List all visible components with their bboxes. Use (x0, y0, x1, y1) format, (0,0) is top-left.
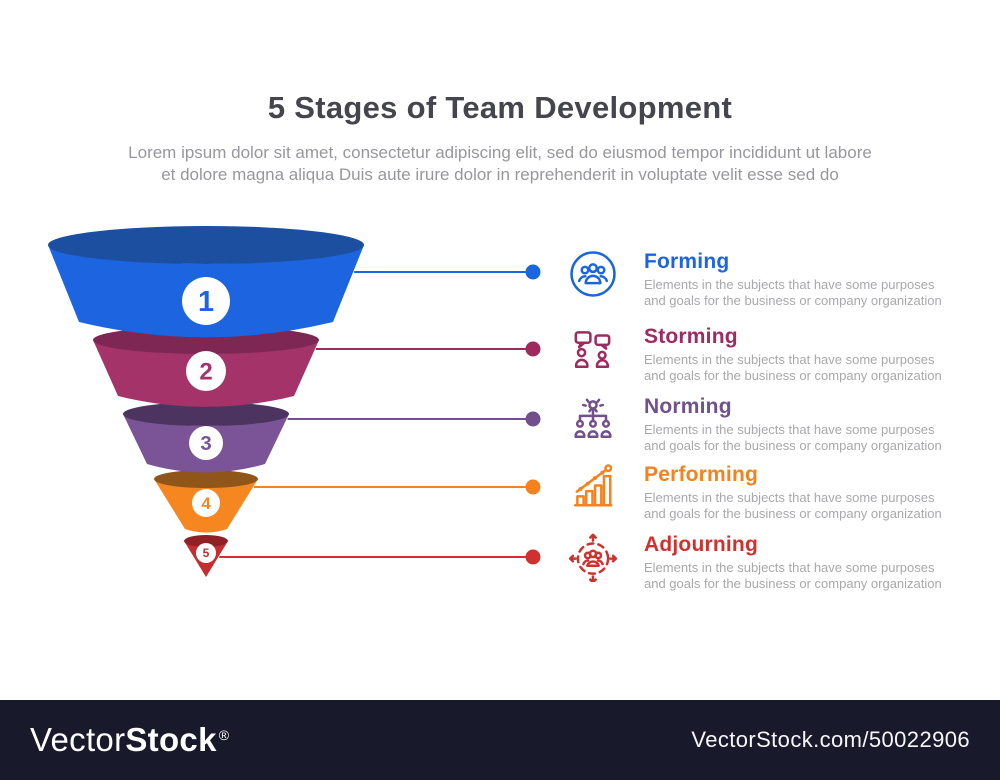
stage-description: Elements in the subjects that have some … (644, 422, 942, 453)
funnel-top-ellipse (123, 402, 289, 426)
stage-number-circle (189, 426, 223, 460)
connector-dot (525, 549, 541, 565)
stage-description: Elements in the subjects that have some … (644, 490, 942, 521)
storming-icon (568, 324, 618, 374)
image-credit-url: VectorStock.com/50022906 (691, 727, 970, 752)
stage-description: Elements in the subjects that have some … (644, 560, 942, 591)
stage-title: Adjourning (644, 533, 758, 556)
stage-number: 5 (203, 546, 210, 560)
connector-dot (525, 341, 541, 357)
performing-icon (568, 462, 618, 512)
stage-number-circle (192, 489, 220, 517)
stage-row-norming: Norming Elements in the subjects that ha… (568, 394, 968, 454)
page-title: 5 Stages of Team Development (267, 90, 733, 125)
stage-row-storming: Storming Elements in the subjects that h… (568, 324, 968, 384)
vectorstock-watermark-bar: VectorStock® VectorStock.com/50022906 (0, 700, 1000, 780)
stage-title: Storming (644, 325, 738, 348)
funnel-top-ellipse (48, 226, 364, 264)
registered-mark: ® (218, 727, 230, 743)
funnel-top-ellipse (154, 470, 258, 488)
stage-title: Norming (644, 395, 732, 418)
stage-row-performing: Performing Elements in the subjects that… (568, 462, 968, 522)
vectorstock-logo: VectorStock® (30, 721, 230, 758)
stage-number: 3 (200, 433, 211, 455)
stage-number-circle (182, 277, 230, 325)
stage-title: Forming (644, 250, 730, 273)
connector-dot (525, 411, 541, 427)
funnel-segment-norming: 3 (123, 402, 289, 473)
funnel-segment-adjourning: 5 (184, 535, 228, 577)
connector-dot (525, 264, 541, 280)
stage-row-forming: Forming Elements in the subjects that ha… (568, 249, 968, 309)
funnel-top-ellipse (184, 535, 228, 547)
forming-icon (568, 249, 618, 299)
funnel-segment-performing: 4 (154, 470, 258, 533)
adjourning-icon (568, 532, 618, 582)
stage-number: 2 (199, 358, 212, 385)
connector-dot (525, 479, 541, 495)
page-subtitle: Lorem ipsum dolor sit amet, consectetur … (128, 143, 872, 184)
stage-row-adjourning: Adjourning Elements in the subjects that… (568, 532, 968, 592)
stage-number: 1 (198, 286, 214, 318)
funnel-segment-forming: 1 (48, 226, 364, 338)
stage-description: Elements in the subjects that have some … (644, 352, 942, 383)
stage-description: Elements in the subjects that have some … (644, 277, 942, 308)
header: 5 Stages of Team Development Lorem ipsum… (0, 90, 1000, 186)
norming-icon (568, 394, 618, 444)
stage-title: Performing (644, 463, 759, 486)
stage-number-circle (186, 351, 226, 391)
stage-number-circle (196, 543, 216, 563)
stage-number: 4 (201, 494, 211, 513)
